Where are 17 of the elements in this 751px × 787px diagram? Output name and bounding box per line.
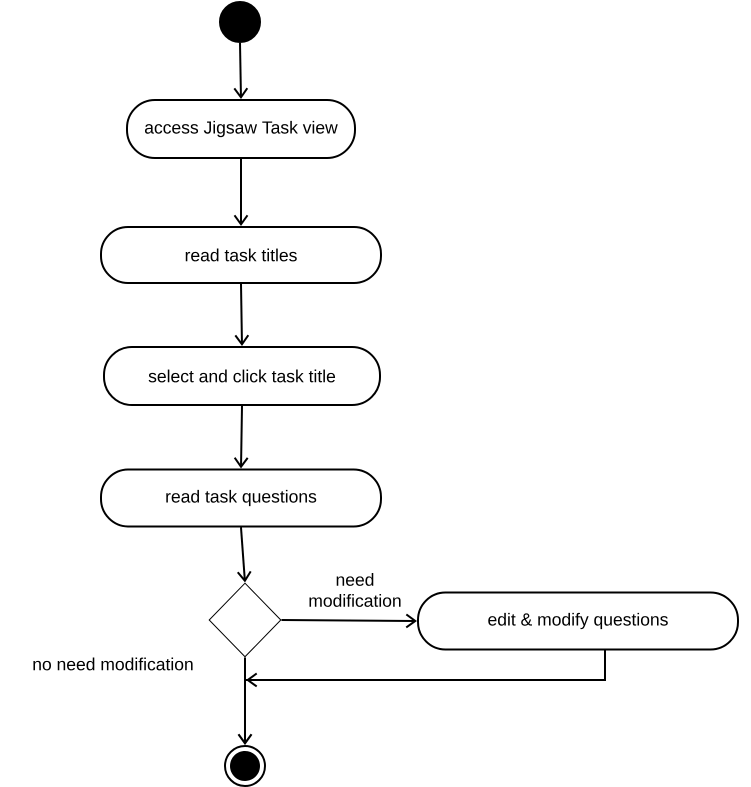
start-node xyxy=(219,1,261,43)
arrow xyxy=(234,406,248,468)
decision-diamond xyxy=(208,582,282,658)
arrow xyxy=(282,614,417,628)
activity-box: access Jigsaw Task view xyxy=(126,99,356,159)
arrow xyxy=(238,650,606,745)
arrow xyxy=(236,527,252,582)
activity-box: read task questions xyxy=(100,468,382,528)
activity-box: read task titles xyxy=(100,226,382,284)
arrow xyxy=(234,42,248,99)
activity-box: select and click task title xyxy=(103,346,381,406)
activity-box: edit & modify questions xyxy=(417,592,739,650)
arrow xyxy=(234,284,250,346)
edge-label: no need modification xyxy=(31,656,195,672)
end-node xyxy=(224,745,266,787)
edge-label: need modification xyxy=(299,572,411,608)
arrow xyxy=(234,159,248,226)
